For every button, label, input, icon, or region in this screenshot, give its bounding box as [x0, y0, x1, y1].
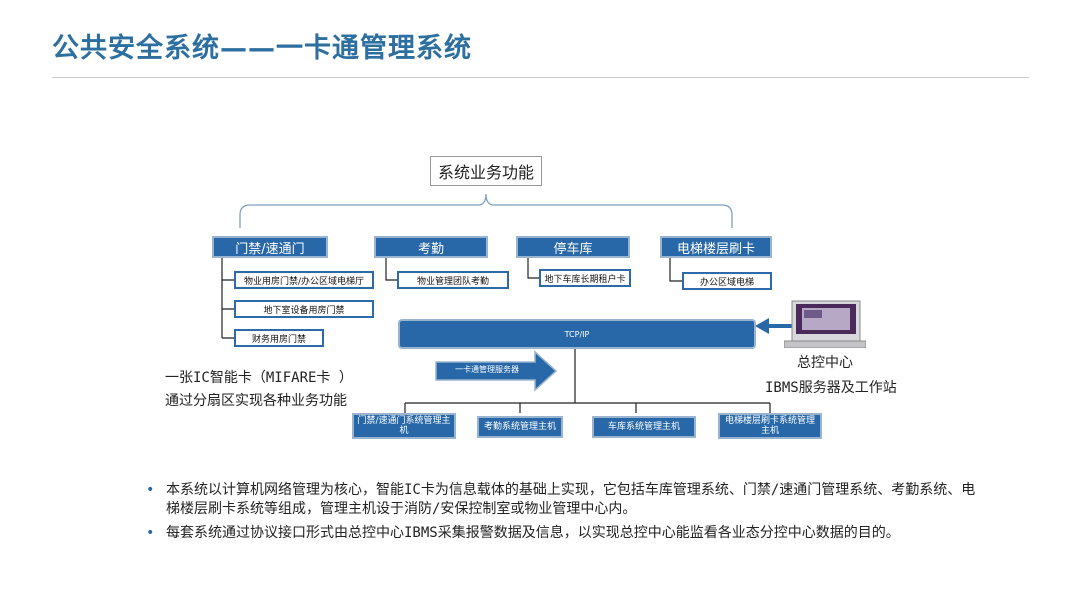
host-access-control: 门禁/速通门系统管理主机	[352, 413, 456, 439]
host-attendance: 考勤系统管理主机	[477, 416, 563, 438]
category-parking: 停车库	[516, 236, 630, 258]
sub-elevator-office: 办公区域电梯	[682, 272, 772, 290]
ic-card-note-line1: 一张IC智能卡（MIFARE卡 ）	[165, 370, 353, 386]
category-elevator: 电梯楼层刷卡	[660, 236, 772, 258]
ic-card-note-line2: 通过分扇区实现各种业务功能	[165, 393, 347, 409]
sub-access-finance: 财务用房门禁	[234, 329, 324, 347]
bullet-item: • 每套系统通过协议接口形式由总控中心IBMS采集报警数据及信息，以实现总控中心…	[146, 524, 976, 543]
sub-access-office-elevator: 物业用房门禁/办公区域电梯厅	[234, 271, 374, 289]
title-divider	[52, 77, 1029, 78]
computer-icon	[784, 300, 866, 348]
host-elevator: 电梯楼层刷卡系统管理主机	[718, 413, 822, 439]
sub-parking-tenant-card: 地下车库长期租户卡	[539, 269, 631, 287]
bullet-text: 每套系统通过协议接口形式由总控中心IBMS采集报警数据及信息，以实现总控中心能监…	[166, 525, 900, 541]
page-title: 公共安全系统——一卡通管理系统	[52, 33, 472, 64]
category-attendance: 考勤	[374, 236, 488, 258]
ibms-label: IBMS服务器及工作站	[765, 380, 897, 396]
sub-access-basement: 地下室设备用房门禁	[234, 300, 374, 318]
control-center-label: 总控中心	[797, 355, 853, 371]
category-access-control: 门禁/速通门	[212, 236, 328, 258]
bullet-text: 本系统以计算机网络管理为核心，智能IC卡为信息载体的基础上实现，它包括车库管理系…	[166, 482, 976, 517]
host-parking: 车库系统管理主机	[592, 416, 696, 438]
bullet-list: • 本系统以计算机网络管理为核心，智能IC卡为信息载体的基础上实现，它包括车库管…	[146, 481, 976, 548]
server-label: 一卡通管理服务器	[455, 365, 519, 374]
bullet-dot-icon: •	[146, 525, 155, 541]
bullet-dot-icon: •	[146, 482, 155, 498]
sub-attendance-team: 物业管理团队考勤	[397, 271, 509, 289]
bullet-item: • 本系统以计算机网络管理为核心，智能IC卡为信息载体的基础上实现，它包括车库管…	[146, 481, 976, 519]
root-node-system-functions: 系统业务功能	[430, 156, 542, 186]
tcp-ip-bus: TCP/IP	[398, 319, 756, 349]
